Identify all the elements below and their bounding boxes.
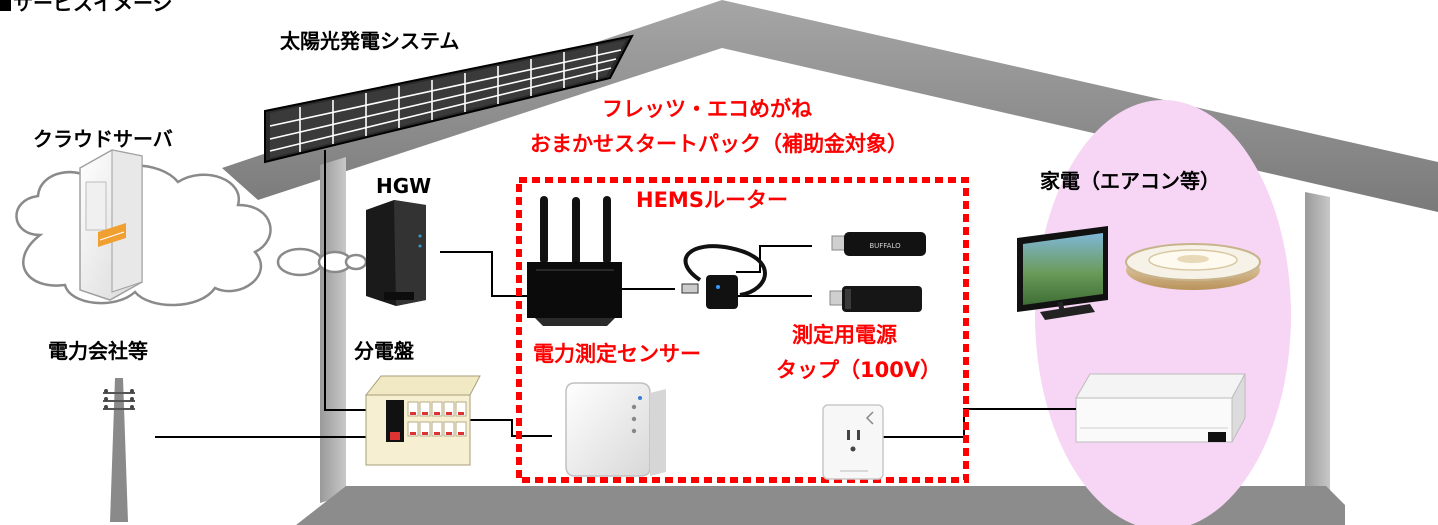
cloud-server-label: クラウドサーバ — [33, 127, 173, 151]
air-conditioner-icon — [1075, 373, 1246, 443]
hems-package-frame — [516, 177, 969, 483]
house-left-wall — [320, 157, 346, 503]
title-fragment-text: サービスイメージ — [13, 0, 173, 15]
power-tap-label-line1: 測定用電源 — [792, 323, 897, 347]
package-title-line1: フレッツ・エコめがね — [602, 97, 812, 121]
distribution-board-icon — [364, 375, 481, 466]
ceiling-light-icon — [1125, 243, 1261, 290]
tv-icon — [1017, 226, 1108, 320]
hgw-label: HGW — [376, 174, 432, 198]
power-sensor-icon — [565, 382, 666, 477]
power-tap-icon — [822, 404, 884, 480]
power-sensor-label: 電力測定センサー — [533, 342, 701, 366]
solar-label: 太陽光発電システム — [280, 29, 460, 53]
distribution-board-label: 分電盤 — [354, 339, 414, 363]
server-icon — [79, 149, 143, 301]
usb-brand-label: BUFFALO — [869, 242, 901, 250]
bullet-square-icon — [0, 0, 11, 11]
hems-router-icon — [527, 196, 622, 326]
power-company-label: 電力会社等 — [48, 339, 148, 363]
hems-router-label: HEMSルーター — [636, 188, 788, 212]
utility-pole-icon — [103, 378, 135, 522]
hgw-router-icon — [366, 200, 426, 306]
usb-stick-icon: BUFFALO — [831, 232, 926, 256]
power-tap-label-line2: タップ（100V） — [776, 358, 942, 382]
usb-adapter-icon — [829, 286, 922, 312]
package-title-line2: おまかせスタートパック（補助金対象） — [530, 132, 908, 156]
house-floor — [296, 486, 1345, 525]
cloud-icon — [15, 164, 368, 307]
solar-panel-icon — [264, 34, 634, 164]
title-fragment: サービスイメージ — [0, 0, 173, 15]
usb-hub-icon — [681, 244, 767, 309]
house-right-wall — [1305, 192, 1330, 496]
appliances-label: 家電（エアコン等） — [1040, 169, 1220, 193]
